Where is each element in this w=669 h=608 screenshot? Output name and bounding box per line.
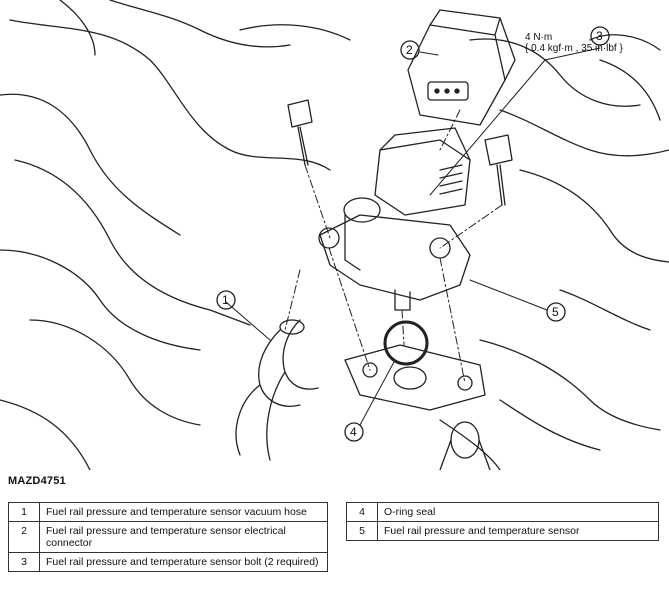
vacuum-hose xyxy=(235,319,319,461)
assembly-lines xyxy=(284,109,503,384)
torque-spec: 4 N·m { 0.4 kgf·m , 35 in·lbf } xyxy=(525,32,623,54)
exploded-view-illustration: 1 2 3 4 5 xyxy=(0,0,669,470)
legend-description: O-ring seal xyxy=(377,502,659,522)
legend-number: 4 xyxy=(346,502,378,522)
legend-table-right: 4 O-ring seal 5 Fuel rail pressure and t… xyxy=(346,502,659,541)
legend-description: Fuel rail pressure and temperature senso… xyxy=(377,521,659,541)
callout-5: 5 xyxy=(552,305,559,319)
callout-markers xyxy=(216,26,610,442)
legend-row: 1 Fuel rail pressure and temperature sen… xyxy=(8,502,328,522)
sensor-body xyxy=(318,127,471,311)
legend-description: Fuel rail pressure and temperature senso… xyxy=(39,502,328,522)
callout-4: 4 xyxy=(350,425,357,439)
electrical-connector xyxy=(407,9,516,126)
legend-description: Fuel rail pressure and temperature senso… xyxy=(39,552,328,572)
engine-background xyxy=(0,0,669,470)
legend-number: 3 xyxy=(8,552,40,572)
legend-row: 5 Fuel rail pressure and temperature sen… xyxy=(346,521,659,541)
sensor-bolts xyxy=(287,99,513,206)
o-ring-highlight xyxy=(383,320,429,366)
legend-row: 3 Fuel rail pressure and temperature sen… xyxy=(8,552,328,572)
callout-1: 1 xyxy=(222,293,229,307)
mounting-flange xyxy=(344,344,491,470)
legend-description: Fuel rail pressure and temperature senso… xyxy=(39,521,328,553)
legend-row: 4 O-ring seal xyxy=(346,502,659,522)
legend-number: 2 xyxy=(8,521,40,553)
torque-spec-alt: { 0.4 kgf·m , 35 in·lbf } xyxy=(525,43,623,54)
callout-2: 2 xyxy=(406,43,413,57)
figure-code: MAZD4751 xyxy=(8,475,66,487)
legend-number: 1 xyxy=(8,502,40,522)
callout-3: 3 xyxy=(596,29,603,43)
legend-table-left: 1 Fuel rail pressure and temperature sen… xyxy=(8,502,328,572)
torque-spec-metric: 4 N·m xyxy=(525,32,553,43)
callout-leaders xyxy=(225,47,601,426)
legend-row: 2 Fuel rail pressure and temperature sen… xyxy=(8,521,328,553)
legend-number: 5 xyxy=(346,521,378,541)
